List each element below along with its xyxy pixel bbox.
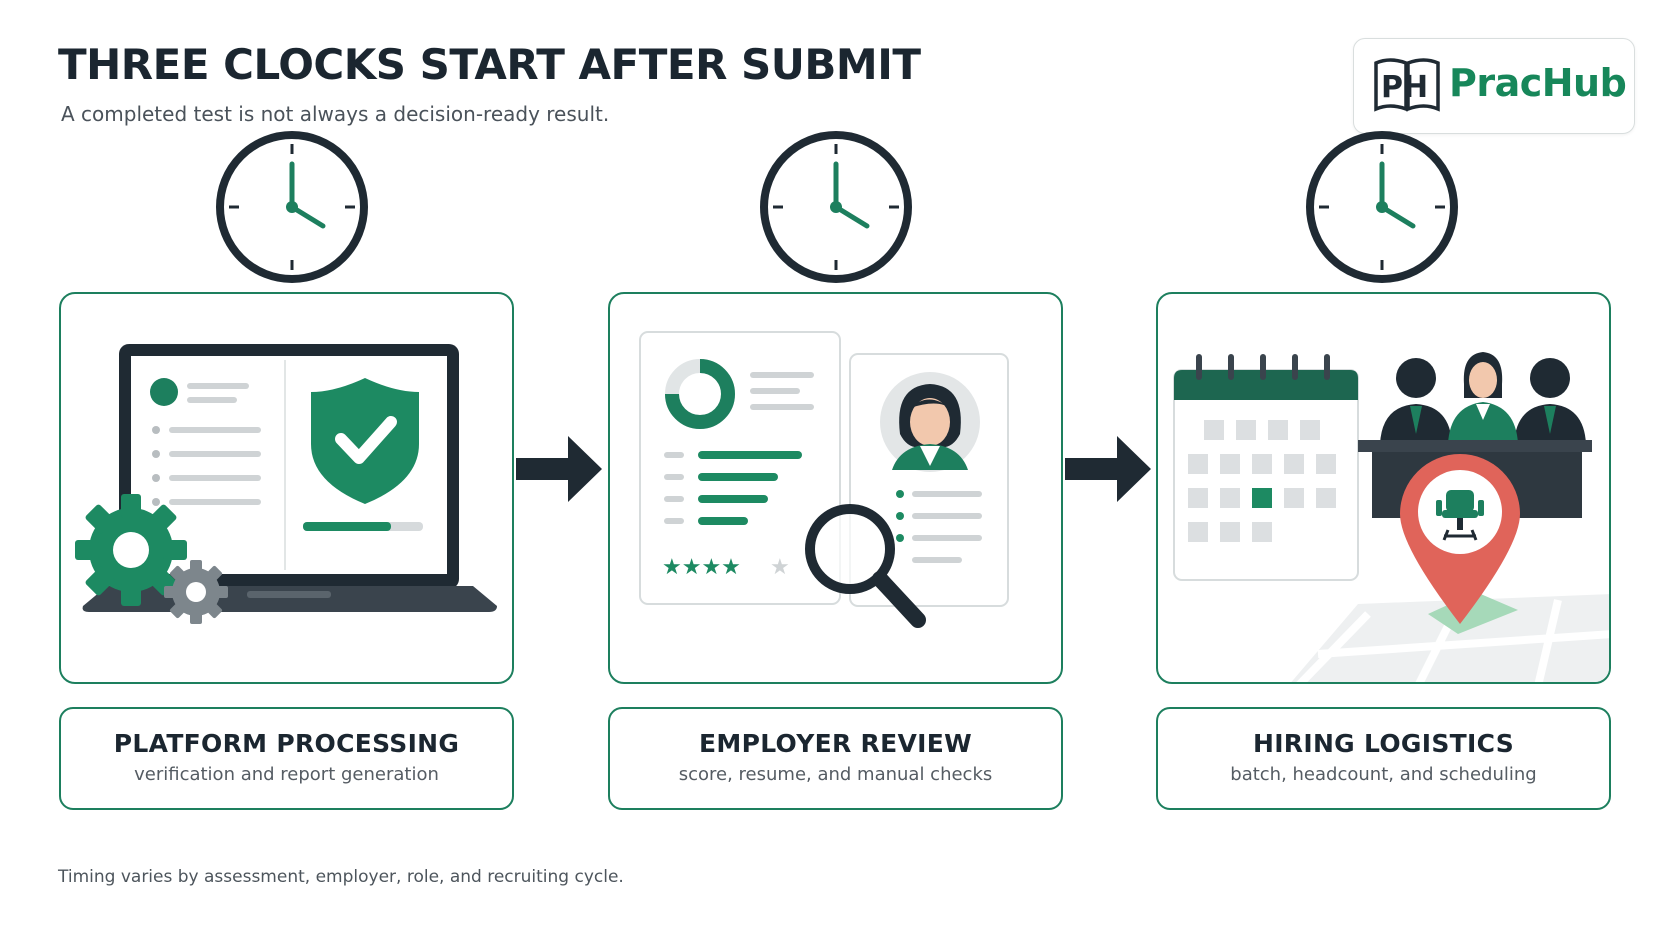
prachub-logo: PH PracHub bbox=[1353, 38, 1635, 134]
stage-title: PLATFORM PROCESSING bbox=[113, 729, 460, 758]
gear-icon bbox=[164, 560, 228, 624]
book-logo-icon: PH bbox=[1374, 58, 1440, 112]
logo-mark-text: PH bbox=[1381, 70, 1428, 105]
stage-title: EMPLOYER REVIEW bbox=[699, 729, 972, 758]
panel-employer-review: ★★★★ ★ bbox=[608, 292, 1063, 684]
stage-label-employer-review: EMPLOYER REVIEW score, resume, and manua… bbox=[608, 707, 1063, 810]
laptop-icon bbox=[75, 344, 497, 624]
location-pin-icon bbox=[1400, 454, 1520, 624]
calendar-icon bbox=[1173, 352, 1609, 682]
page-subtitle: A completed test is not always a decisio… bbox=[61, 102, 610, 126]
stage-label-platform-processing: PLATFORM PROCESSING verification and rep… bbox=[59, 707, 514, 810]
arrow-right-icon bbox=[516, 436, 602, 502]
svg-text:★: ★ bbox=[770, 555, 790, 580]
page-title: THREE CLOCKS START AFTER SUBMIT bbox=[58, 40, 921, 89]
stage-label-hiring-logistics: HIRING LOGISTICS batch, headcount, and s… bbox=[1156, 707, 1611, 810]
gear-icon bbox=[75, 494, 187, 606]
clock-icon bbox=[1306, 131, 1458, 283]
magnifier-icon bbox=[805, 504, 926, 628]
stage-description: verification and report generation bbox=[134, 764, 439, 785]
clock-icon bbox=[760, 131, 912, 283]
panel-hiring-logistics bbox=[1156, 292, 1611, 684]
clock-icon bbox=[216, 131, 368, 283]
stage-title: HIRING LOGISTICS bbox=[1252, 729, 1514, 758]
stage-description: batch, headcount, and scheduling bbox=[1230, 764, 1537, 785]
stage-description: score, resume, and manual checks bbox=[678, 764, 993, 785]
panel-platform-processing bbox=[59, 292, 514, 684]
footnote: Timing varies by assessment, employer, r… bbox=[58, 867, 624, 887]
svg-text:★★★★: ★★★★ bbox=[662, 555, 741, 580]
arrow-right-icon bbox=[1065, 436, 1151, 502]
report-icon: ★★★★ ★ bbox=[639, 331, 1009, 628]
logo-text: PracHub bbox=[1449, 61, 1627, 105]
shield-check-icon bbox=[311, 378, 419, 504]
